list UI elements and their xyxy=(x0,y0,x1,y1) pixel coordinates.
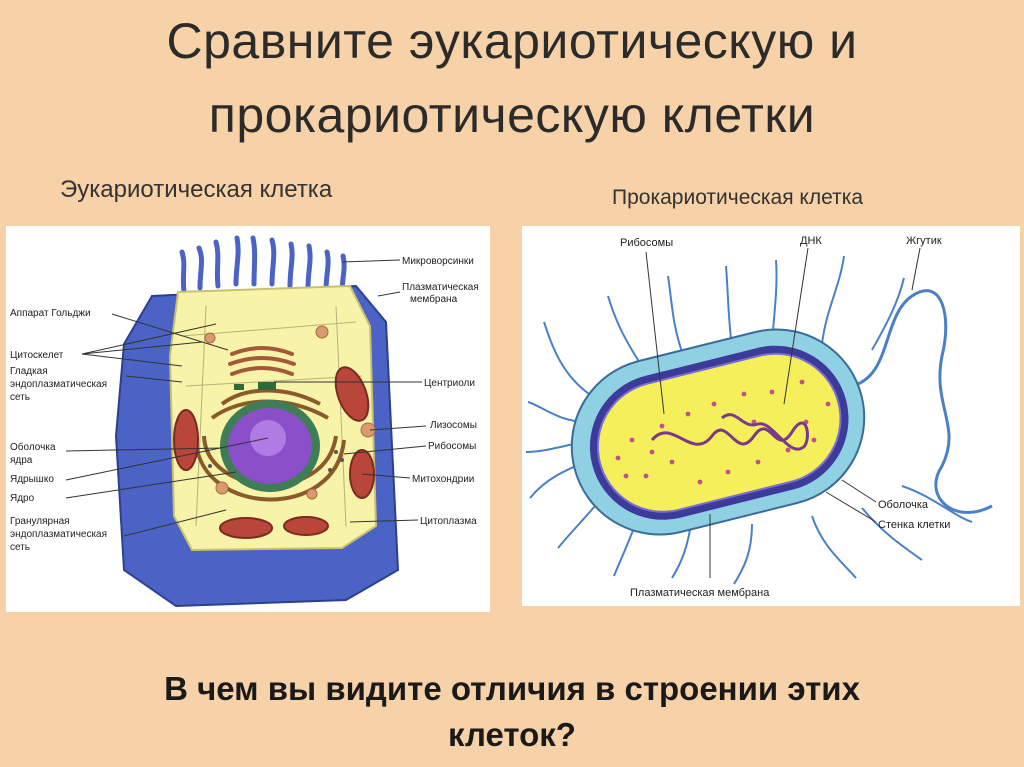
prokaryote-subtitle: Прокариотическая клетка xyxy=(612,186,863,210)
label-rough-er-2: эндоплазматическая xyxy=(10,529,107,540)
flagellum-shape xyxy=(852,291,992,513)
label-nucleus: Ядро xyxy=(10,493,35,504)
question-line-2: клеток? xyxy=(0,712,1024,758)
label-smooth-er-3: сеть xyxy=(10,392,30,403)
eukaryote-diagram-panel: Микроворсинки Плазматическая мембрана Це… xyxy=(6,226,490,612)
label-cytoplasm: Цитоплазма xyxy=(420,516,477,527)
prokaryote-diagram: Рибосомы ДНК Жгутик Оболочка Стенка клет… xyxy=(522,226,1020,606)
label-cell-wall: Стенка клетки xyxy=(878,519,950,531)
label-centrioles: Центриоли xyxy=(424,378,475,389)
label-mitochondria: Митохондрии xyxy=(412,474,474,485)
label-plasma-membrane: Плазматическая мембрана xyxy=(630,587,770,599)
label-ribosomes: Рибосомы xyxy=(428,440,476,452)
microvilli xyxy=(182,238,344,294)
label-rough-er-1: Гранулярная xyxy=(10,516,70,527)
label-golgi: Аппарат Гольджи xyxy=(10,308,91,319)
title-line-1: Сравните эукариотическую и xyxy=(0,4,1024,78)
label-smooth-er-1: Гладкая xyxy=(10,366,48,377)
question-line-1: В чем вы видите отличия в строении этих xyxy=(0,666,1024,712)
label-microvilli: Микроворсинки xyxy=(402,256,474,267)
title-line-2: прокариотическую клетки xyxy=(0,78,1024,152)
label-capsule: Оболочка xyxy=(878,499,929,511)
label-dna: ДНК xyxy=(800,235,822,247)
label-rough-er-3: сеть xyxy=(10,542,30,553)
eukaryote-diagram: Микроворсинки Плазматическая мембрана Це… xyxy=(6,226,490,612)
label-smooth-er-2: эндоплазматическая xyxy=(10,379,107,390)
label-cytoskeleton: Цитоскелет xyxy=(10,350,64,361)
label-nuclear-envelope-1: Оболочка xyxy=(10,441,56,453)
label-nuclear-envelope-2: ядра xyxy=(10,455,33,466)
question-text: В чем вы видите отличия в строении этих … xyxy=(0,666,1024,758)
eukaryote-subtitle: Эукариотическая клетка xyxy=(60,176,332,204)
label-plasma-membrane-2: мембрана xyxy=(410,293,458,305)
label-plasma-membrane-1: Плазматическая xyxy=(402,282,479,293)
label-lysosomes: Лизосомы xyxy=(430,420,477,431)
label-nucleolus: Ядрышко xyxy=(10,474,54,485)
slide-title: Сравните эукариотическую и прокариотичес… xyxy=(0,4,1024,152)
prokaryote-diagram-panel: Рибосомы ДНК Жгутик Оболочка Стенка клет… xyxy=(522,226,1020,606)
label-pro-ribosomes: Рибосомы xyxy=(620,237,673,249)
label-flagellum: Жгутик xyxy=(906,235,942,247)
centriole-shape xyxy=(258,382,276,390)
